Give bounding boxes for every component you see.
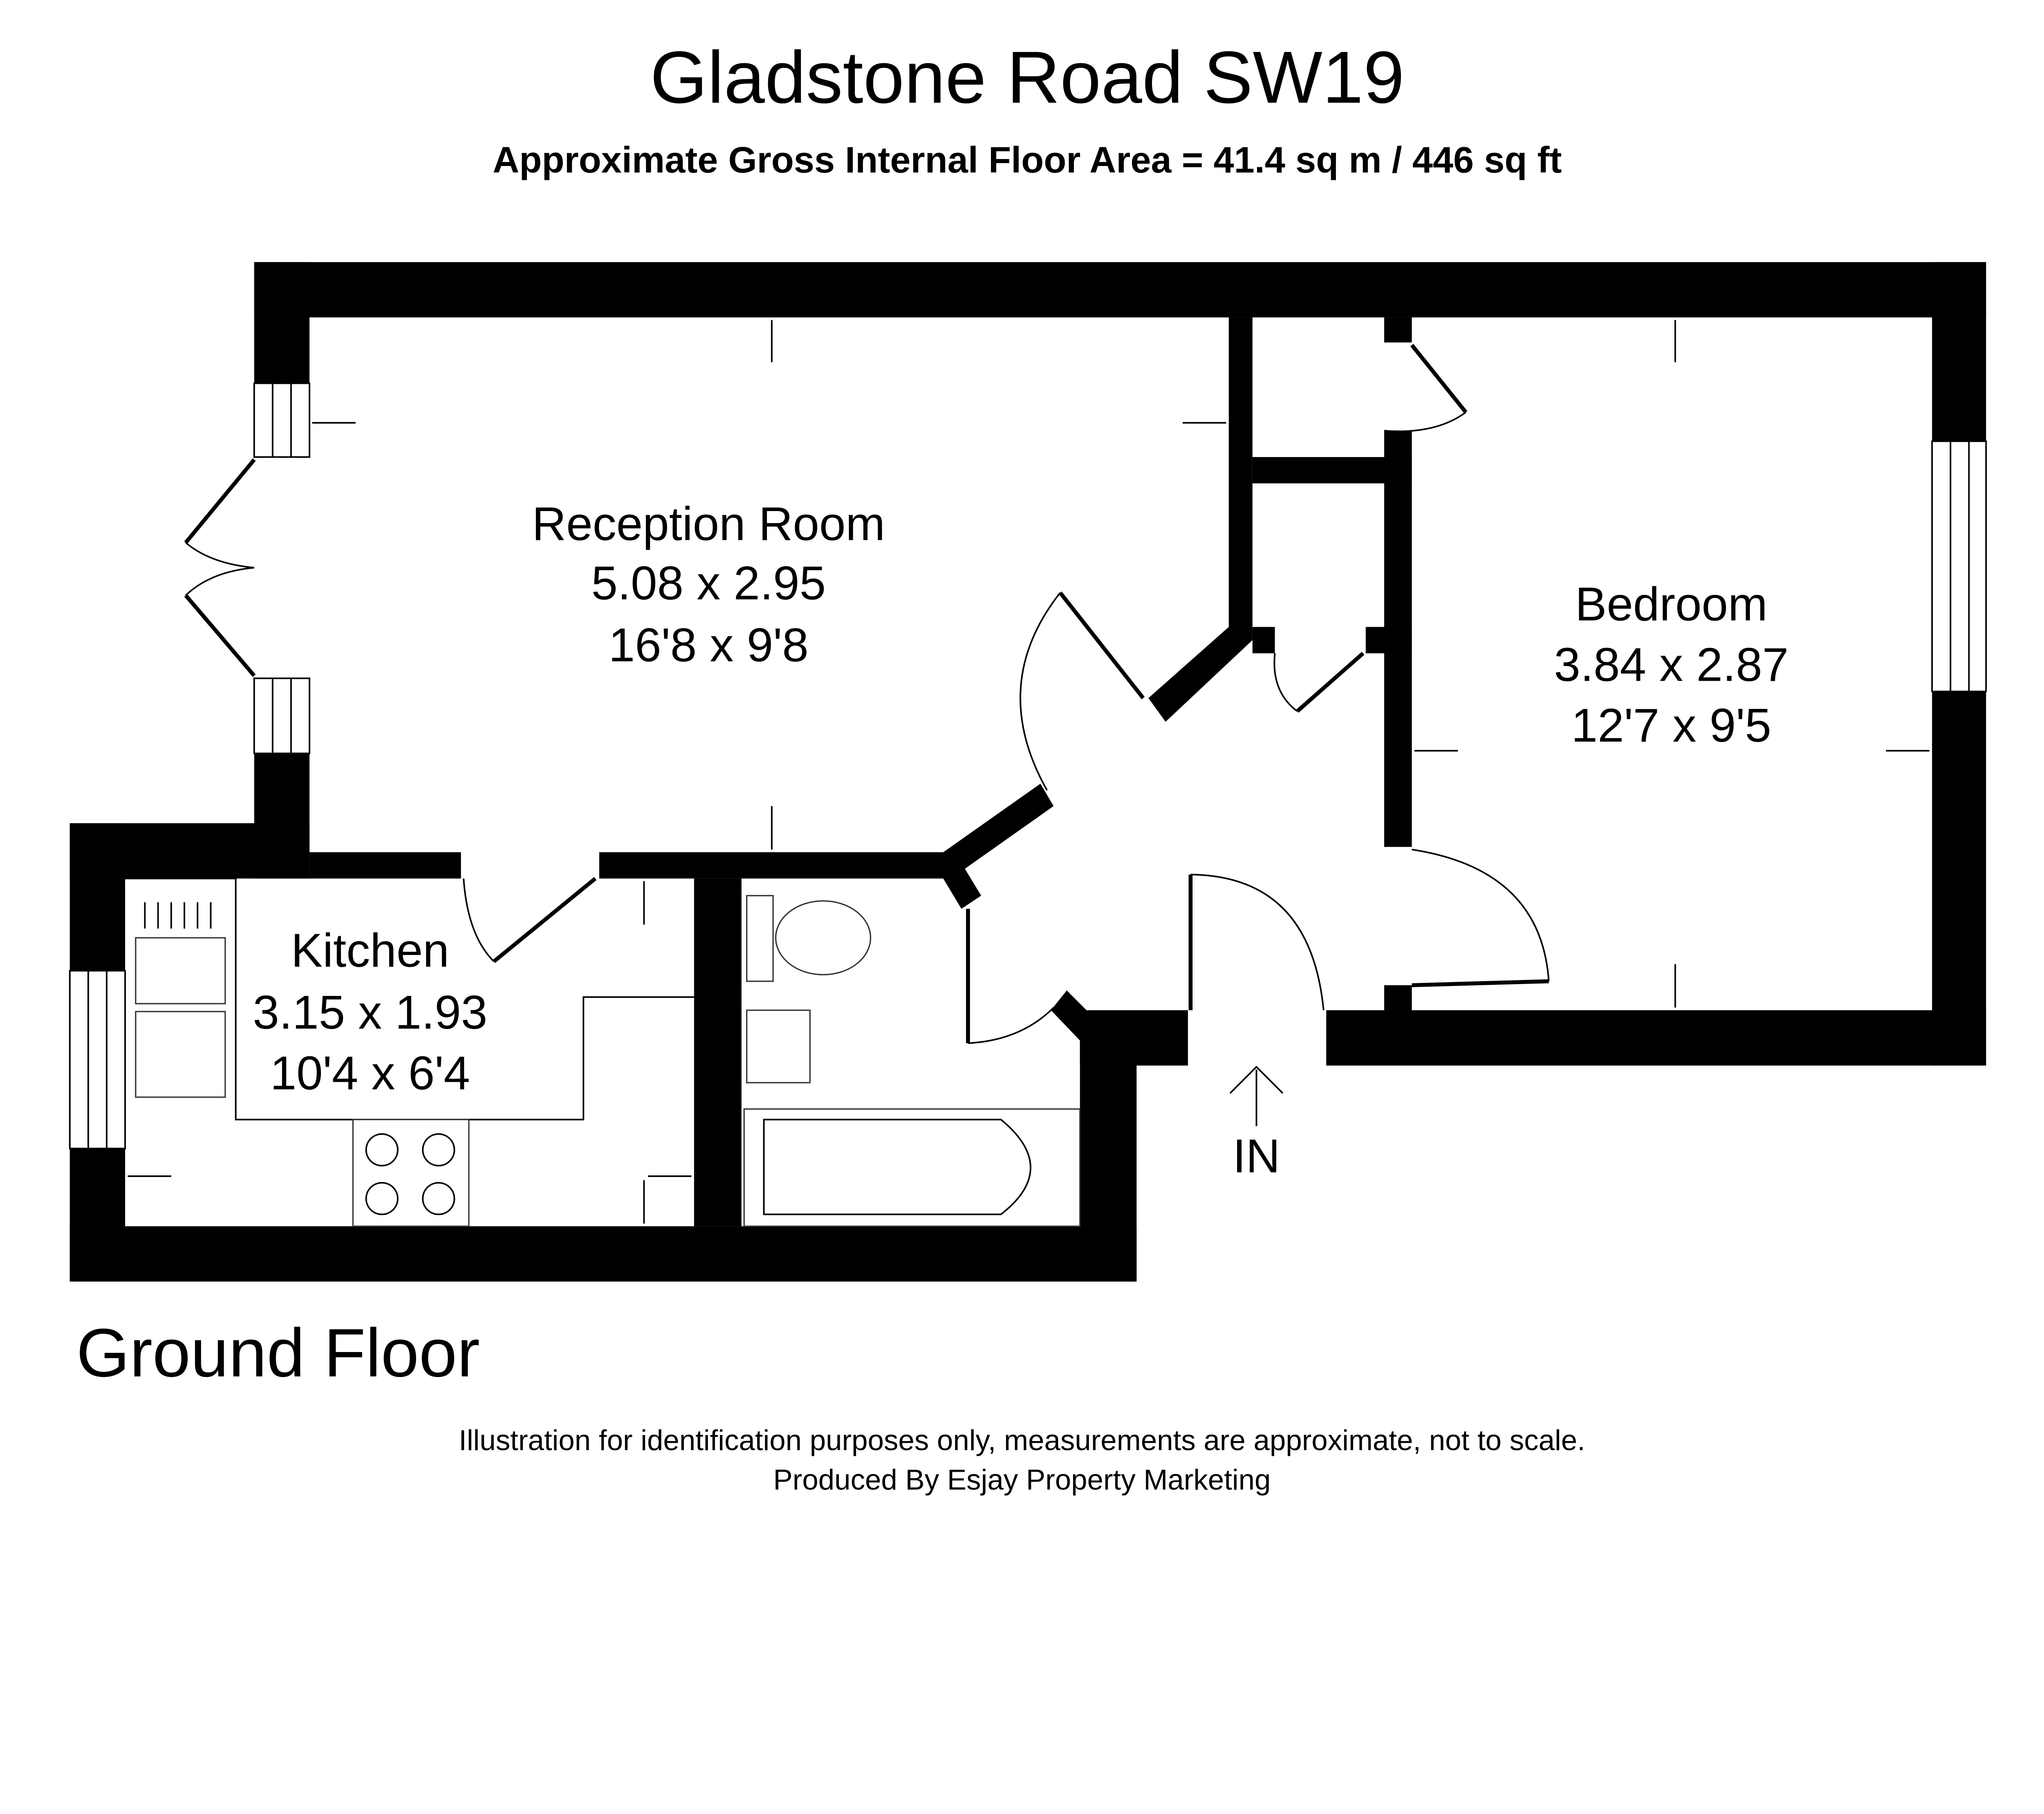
kitchen-fixtures	[125, 877, 694, 1227]
svg-text:3.15 x 1.93: 3.15 x 1.93	[253, 986, 487, 1039]
room-label-reception: Reception Room 5.08 x 2.95 16'8 x 9'8	[532, 497, 885, 671]
svg-text:10'4 x 6'4: 10'4 x 6'4	[270, 1046, 470, 1099]
toilet-cistern-icon	[746, 895, 774, 982]
entrance-label: IN	[1233, 1129, 1280, 1182]
svg-text:12'7 x 9'5: 12'7 x 9'5	[1571, 699, 1771, 752]
disclaimer: Illustration for identification purposes…	[459, 1424, 1585, 1457]
drainer-icon	[144, 902, 212, 929]
walls	[69, 262, 1986, 1282]
floor-label: Ground Floor	[76, 1315, 480, 1391]
sink-icon	[135, 1011, 226, 1098]
svg-text:Kitchen: Kitchen	[291, 924, 449, 977]
svg-text:Bedroom: Bedroom	[1575, 577, 1768, 630]
sink-icon	[135, 937, 226, 1005]
doors	[184, 344, 1550, 1044]
credit: Produced By Esjay Property Marketing	[773, 1464, 1271, 1496]
toilet-icon	[775, 900, 872, 975]
floor-plan: Gladstone Road SW19 Approximate Gross In…	[69, 36, 1987, 1496]
bathroom-fixtures	[743, 895, 1081, 1227]
bath-icon	[743, 1108, 1081, 1227]
svg-text:5.08 x 2.95: 5.08 x 2.95	[591, 556, 826, 610]
basin-icon	[746, 1009, 811, 1083]
svg-text:16'8 x 9'8: 16'8 x 9'8	[609, 618, 809, 671]
room-label-kitchen: Kitchen 3.15 x 1.93 10'4 x 6'4	[253, 924, 487, 1100]
room-label-bedroom: Bedroom 3.84 x 2.87 12'7 x 9'5	[1554, 577, 1788, 751]
floor-area-subtitle: Approximate Gross Internal Floor Area = …	[493, 139, 1562, 181]
svg-text:Reception Room: Reception Room	[532, 497, 885, 550]
entrance-arrow-icon	[1229, 1065, 1284, 1126]
svg-text:3.84 x 2.87: 3.84 x 2.87	[1554, 638, 1788, 691]
page-title: Gladstone Road SW19	[650, 36, 1404, 119]
dimension-arrows	[128, 320, 1930, 1224]
windows	[69, 382, 1987, 1150]
